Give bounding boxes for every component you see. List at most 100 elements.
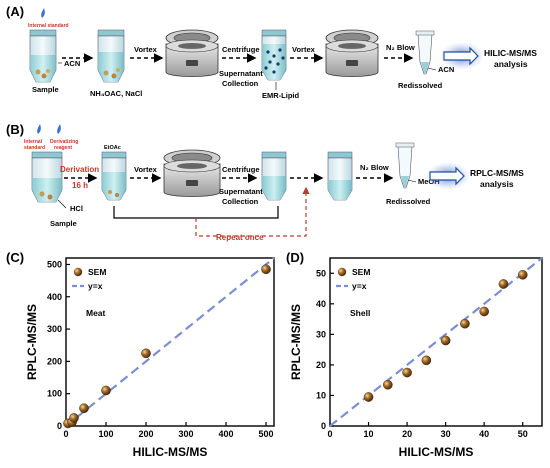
data-point	[498, 279, 509, 289]
vortex-label-a1: Vortex	[134, 45, 158, 54]
centrifuge-label-a: Centrifuge	[222, 45, 260, 54]
data-point	[101, 385, 111, 396]
acn-label-a2: ACN	[438, 65, 454, 74]
sample-label-b: Sample	[50, 219, 77, 228]
analysis-label-a: analysis	[494, 59, 528, 69]
panel-label-d: (D)	[286, 250, 304, 265]
centrifuge-a1	[165, 29, 219, 77]
x-axis-title: HILIC-MS/MS	[399, 445, 474, 459]
tube-b2	[101, 151, 127, 201]
fit-line-yx	[65, 257, 275, 427]
tube-a1	[29, 8, 57, 83]
x-tick-label: 300	[178, 429, 193, 439]
redissolved-label-b: Redissolved	[386, 197, 431, 206]
x-tick-label: 10	[364, 429, 374, 439]
x-tick-label: 40	[479, 429, 489, 439]
analysis-arrow-a	[443, 46, 479, 66]
y-tick-label: 10	[316, 390, 326, 400]
plot-frame	[65, 257, 275, 427]
y-tick-label: 40	[316, 299, 326, 309]
tube-b4	[327, 151, 353, 201]
y-tick-label: 300	[47, 324, 62, 334]
x-tick-label: 400	[218, 429, 233, 439]
legend-marker-sem	[73, 267, 83, 277]
panel-label-c: (C)	[6, 250, 24, 265]
x-tick-label: 30	[441, 429, 451, 439]
data-point	[460, 318, 470, 329]
sample-label-a: Sample	[32, 85, 59, 94]
data-point	[79, 403, 89, 414]
legend-label-yx: y=x	[352, 281, 367, 291]
derivatizing-label-b: Derivatizing	[50, 139, 78, 145]
supernatant-label-b: Supernatant	[219, 187, 263, 196]
legend-marker-sem	[337, 267, 347, 277]
data-point	[383, 379, 393, 390]
hilic-analysis-label: HILIC-MS/MS	[484, 48, 537, 58]
data-point	[141, 348, 151, 359]
supernatant-label-a: Supernatant	[219, 69, 263, 78]
internal-label-b: Internal	[24, 139, 43, 145]
plot-frame	[329, 257, 543, 427]
derivation-label: Derivation	[60, 165, 99, 174]
x-tick-label: 0	[327, 429, 332, 439]
analysis-arrow-b	[429, 166, 465, 186]
x-tick-label: 100	[98, 429, 113, 439]
collection-label-b: Collection	[222, 197, 259, 206]
acn-label-a: ACN	[64, 59, 80, 68]
y-tick-label: 20	[316, 360, 326, 370]
rplc-analysis-label: RPLC-MS/MS	[470, 168, 524, 178]
y-tick-label: 0	[321, 421, 326, 431]
panel-label-b: (B)	[6, 122, 24, 137]
y-tick-label: 400	[47, 292, 62, 302]
legend-label-yx: y=x	[88, 281, 103, 291]
hcl-label: HCl	[70, 204, 83, 213]
centrifuge-a2	[325, 29, 379, 77]
y-axis-title: RPLC-MS/MS	[289, 304, 303, 380]
data-point	[517, 269, 528, 280]
hours-label: 16 h	[72, 181, 88, 190]
vial-a	[415, 30, 435, 75]
y-tick-label: 50	[316, 268, 326, 278]
panel-label-a: (A)	[6, 4, 24, 19]
x-tick-label: 50	[518, 429, 528, 439]
x-axis-title: HILIC-MS/MS	[133, 445, 208, 459]
legend-label-sem: SEM	[88, 267, 106, 277]
x-tick-label: 200	[138, 429, 153, 439]
y-axis-title: RPLC-MS/MS	[25, 304, 39, 380]
x-tick-label: 20	[402, 429, 412, 439]
centrifuge-label-b: Centrifuge	[222, 165, 260, 174]
data-point	[261, 264, 271, 275]
data-point	[363, 392, 374, 402]
y-tick-label: 200	[47, 356, 62, 366]
data-point	[479, 306, 489, 317]
standard-label-b: standard	[24, 145, 45, 151]
chart-annotation: Shell	[350, 308, 370, 318]
repeat-loop	[195, 186, 310, 237]
tube-b3	[261, 151, 287, 201]
reagent-label-b: reagent	[54, 145, 72, 151]
internal-standard-label: Internal standard	[28, 23, 69, 29]
etoac-label: EtOAc	[104, 145, 121, 151]
repeat-once-label: Repeat once	[216, 233, 264, 242]
repeat-bracket	[113, 206, 279, 219]
vial-b	[395, 142, 415, 189]
data-point	[421, 355, 432, 366]
tube-a3-emr	[261, 29, 287, 81]
nh4oac-label: NH₄OAC, NaCl	[90, 89, 142, 98]
redissolved-label-a: Redissolved	[398, 81, 443, 90]
chart-annotation: Meat	[86, 308, 106, 318]
y-tick-label: 100	[47, 389, 62, 399]
vortex-label-b: Vortex	[134, 165, 158, 174]
emr-lipid-label: EMR-Lipid	[262, 91, 299, 100]
tube-a2	[97, 29, 125, 83]
data-point	[440, 335, 451, 346]
y-tick-label: 30	[316, 329, 326, 339]
data-point	[69, 413, 79, 423]
y-tick-label: 500	[47, 259, 62, 269]
analysis-label-b: analysis	[480, 179, 514, 189]
tube-b1	[31, 151, 63, 203]
data-point	[402, 367, 412, 378]
